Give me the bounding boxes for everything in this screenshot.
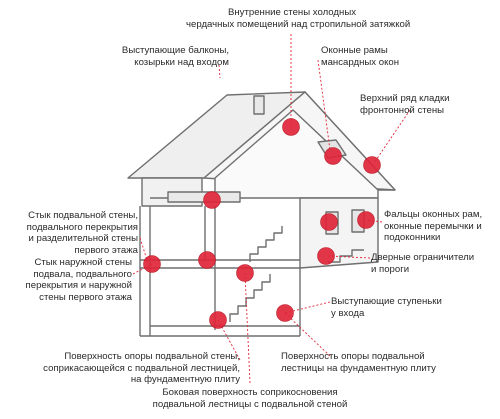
stairs-lower [229,274,271,322]
label-basement-partition-joint: Стык подвальной стены,подвального перекр… [26,210,138,256]
leader-l3 [317,59,331,151]
marker-gable-top [363,156,381,174]
marker-outer-joint [143,255,161,273]
marker-balcony [203,191,221,209]
marker-window-left [320,213,338,231]
marker-stairs-top [236,264,254,282]
leader-l8 [327,255,371,259]
marker-basement-joint [198,251,216,269]
label-balconies: Выступающие балконы,козырьки над входом [121,45,229,68]
leader-l11 [284,312,331,357]
marker-basement-wall [209,311,227,329]
marker-mansard-window [324,147,342,165]
leader-l12 [244,272,251,384]
marker-window-frames [357,211,375,229]
marker-stairs-base [276,304,294,322]
leader-l4 [373,109,411,164]
markers [143,118,381,329]
front-steps [328,249,364,263]
marker-attic-walls [282,118,300,136]
front-wall [299,197,379,269]
stairs-upper [249,226,283,262]
label-basement-wall-support: Поверхность опоры подвальной стены,сопри… [43,351,240,386]
marker-door [317,247,335,265]
chimney [253,95,265,115]
